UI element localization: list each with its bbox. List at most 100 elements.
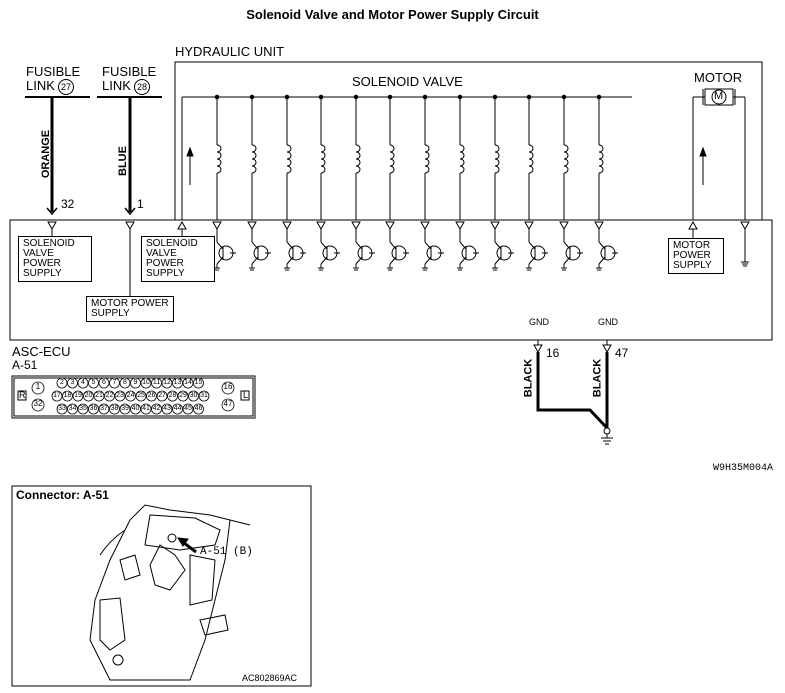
connector-pin	[130, 403, 141, 415]
connector-pin	[56, 377, 68, 389]
connector-pin-label: 8	[123, 378, 127, 386]
connector-pin	[88, 403, 99, 415]
connector-pin-label: 4	[81, 378, 85, 386]
fusible-link-1-line2: LINK	[26, 78, 55, 93]
connector-pin-label: 47	[223, 399, 233, 408]
solenoid-valve-circuit	[490, 94, 514, 271]
connector-pin-label: 42	[152, 404, 161, 412]
connector-pin	[88, 377, 99, 389]
connector-pin-label: 16	[223, 382, 233, 391]
wire-blue-label: BLUE	[116, 146, 129, 176]
motor-label: MOTOR	[694, 70, 743, 85]
connector-pin	[182, 403, 194, 415]
connector-pin	[182, 377, 194, 389]
connector-pin	[167, 390, 178, 402]
connector-pin-label: 1	[35, 382, 41, 391]
connector-pin-label: 2	[60, 378, 64, 386]
connector-pin-label: 46	[194, 404, 203, 412]
connector-pin	[130, 377, 141, 389]
gnd-1-pin: 16	[546, 346, 560, 360]
connector-pin-label: 7	[112, 378, 117, 386]
connector-l-mark: L	[243, 390, 249, 400]
connector-pin	[67, 377, 78, 389]
connector-pin-label: 27	[158, 391, 166, 399]
connector-pin	[72, 390, 84, 402]
connector-pin	[93, 390, 105, 402]
connector-pin-label: 29	[179, 391, 187, 399]
connector-pin	[77, 377, 89, 389]
ecu-connector-label: A-51	[12, 358, 38, 372]
connector-pin	[109, 403, 120, 415]
connector-pin	[114, 390, 126, 402]
solenoid-valve-circuit	[316, 94, 340, 271]
connector-pin-label: 44	[173, 404, 182, 412]
pin-32-label: 32	[61, 197, 75, 211]
connector-pin-label: 21	[95, 391, 103, 399]
fusible-link-2-number: 28	[134, 79, 150, 95]
connector-pin-label: 38	[110, 404, 119, 412]
connector-pin-label: 15	[194, 378, 203, 386]
solenoid-valve-circuit	[351, 94, 375, 271]
connector-pin	[172, 377, 183, 389]
connector-pin-label: 5	[91, 378, 96, 386]
connector-pin-label: 33	[58, 404, 66, 412]
connector-pin-label: 9	[133, 378, 138, 386]
connector-pin	[67, 403, 78, 415]
connector-pin-label: 32	[33, 399, 43, 408]
photo-code: AC802869AC	[242, 673, 298, 683]
connector-pin	[146, 390, 157, 402]
connector-pin-label: 45	[184, 404, 192, 412]
diagram-code: W9H35M004A	[713, 463, 774, 474]
connector-pin	[177, 390, 189, 402]
gnd-2-wire-label: BLACK	[591, 358, 604, 398]
solenoid-valve-circuit	[594, 94, 618, 271]
connector-pin-label: 28	[168, 391, 177, 399]
solenoid-valve-circuit	[559, 94, 583, 271]
solenoid-valve-circuit	[420, 94, 444, 271]
engine-bay-illustration	[89, 504, 251, 681]
fusible-link-1-number: 27	[58, 79, 74, 95]
connector-pin-label: 31	[200, 391, 208, 399]
connector-pin-label: 14	[184, 378, 192, 386]
connector-pin-label: 35	[79, 404, 87, 412]
connector-pin	[151, 377, 162, 389]
connector-pin-label: 12	[163, 378, 171, 386]
connector-pin	[188, 390, 199, 402]
connector-pin-label: 26	[147, 391, 156, 399]
connector-pin	[77, 403, 89, 415]
connector-pin-label: 34	[68, 404, 77, 412]
solenoid-valve-circuit	[212, 94, 236, 271]
hydraulic-unit-label: HYDRAULIC UNIT	[175, 44, 285, 59]
connector-pin	[135, 390, 147, 402]
connector-pin	[221, 398, 235, 412]
connector-pin	[31, 381, 45, 395]
solenoid-valve-circuit	[247, 94, 271, 271]
solenoid-valve-circuit	[385, 94, 409, 271]
connector-pin-label: 40	[131, 404, 140, 412]
motor-symbol: M	[714, 90, 724, 102]
fusible-link-2-line2: LINK	[102, 78, 131, 93]
connector-pin-label: 25	[137, 391, 145, 399]
gnd-2-label: GND	[598, 317, 618, 327]
connector-box-title: Connector: A-51	[16, 488, 109, 502]
connector-pin	[83, 390, 94, 402]
connector-pin-label: 39	[121, 404, 129, 412]
connector-pin	[198, 390, 210, 402]
connector-pin-label: 24	[126, 391, 135, 399]
connector-pin-label: 23	[116, 391, 124, 399]
connector-pin	[151, 403, 162, 415]
ecu-label: ASC-ECU	[12, 344, 71, 359]
fusible-link-1-line1: FUSIBLE	[26, 64, 81, 79]
connector-pin-label: 13	[173, 378, 182, 386]
gnd-2-pin: 47	[615, 346, 629, 360]
connector-pin	[140, 377, 152, 389]
connector-pin	[51, 390, 63, 402]
connector-pin	[156, 390, 168, 402]
connector-pin-label: 19	[74, 391, 82, 399]
wire-orange-label: ORANGE	[40, 129, 53, 179]
connector-pin-label: 18	[63, 391, 72, 399]
connector-pin-label: 10	[142, 378, 150, 386]
